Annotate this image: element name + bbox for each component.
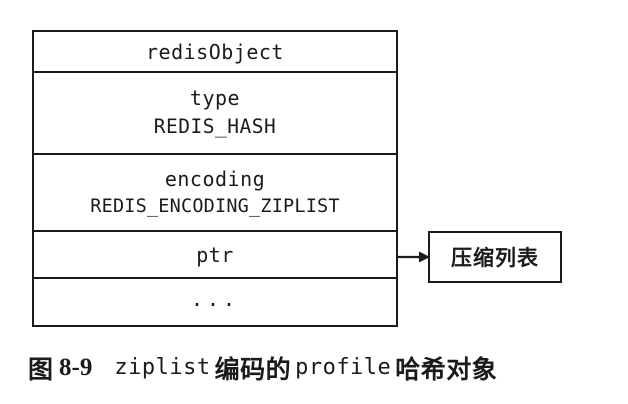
- ellipsis-icon: ...: [190, 287, 240, 311]
- struct-row-type: type REDIS_HASH: [34, 73, 396, 155]
- pointer-arrow-icon: [397, 251, 430, 263]
- struct-row-ellipsis: ...: [34, 279, 396, 325]
- struct-row-ptr: ptr: [34, 232, 396, 279]
- caption-object-name: profile: [295, 355, 392, 380]
- struct-row-encoding: encoding REDIS_ENCODING_ZIPLIST: [34, 155, 396, 232]
- ziplist-target-label: 压缩列表: [451, 245, 539, 270]
- redis-object-struct-box: redisObject type REDIS_HASH encoding RED…: [32, 30, 398, 327]
- figure-caption: 图 8-9 ziplist 编码的 profile 哈希对象: [28, 345, 608, 390]
- ziplist-target-box: 压缩列表: [428, 231, 562, 283]
- caption-figure-number: 8-9: [59, 353, 93, 381]
- caption-figure-word: 图: [28, 354, 54, 384]
- struct-row-header: redisObject: [34, 32, 396, 73]
- caption-tail-text: 哈希对象: [395, 354, 498, 384]
- caption-middle-text: 编码的: [214, 354, 292, 384]
- caption-encoding-name: ziplist: [114, 355, 211, 380]
- struct-field-encoding-label: encoding: [164, 166, 266, 191]
- struct-name-label: redisObject: [146, 39, 284, 64]
- struct-field-type-label: type: [189, 86, 241, 111]
- struct-field-ptr-label: ptr: [196, 242, 234, 267]
- struct-field-encoding-value: REDIS_ENCODING_ZIPLIST: [90, 195, 340, 217]
- struct-field-type-value: REDIS_HASH: [153, 115, 277, 139]
